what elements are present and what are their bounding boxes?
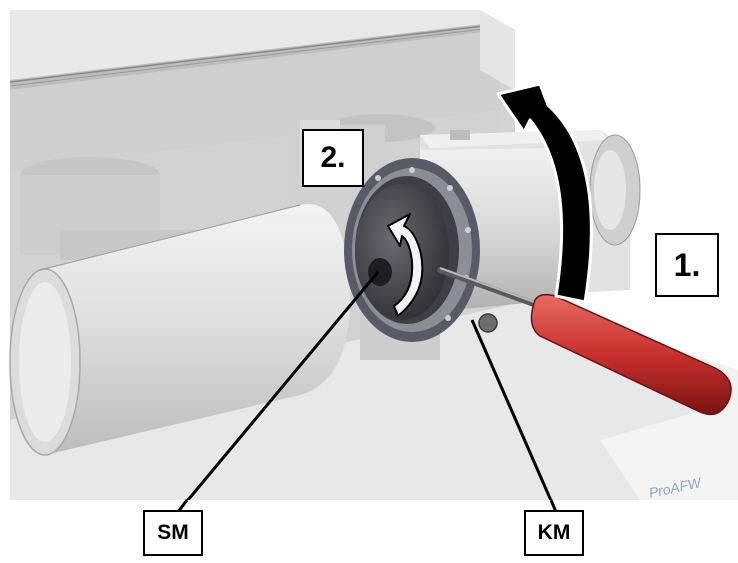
step-1-label: 1. <box>655 233 719 297</box>
sm-leader-line <box>176 271 380 513</box>
km-leader-line <box>470 319 558 513</box>
curved-arrow-clockwise-icon <box>496 82 593 304</box>
km-label: KM <box>524 510 584 556</box>
screwdriver <box>437 267 732 416</box>
sm-label: SM <box>143 510 203 556</box>
left-cylinder <box>9 204 351 456</box>
lower-margin <box>0 500 738 563</box>
curved-arrow-icon <box>387 213 424 317</box>
step-2-label: 2. <box>302 129 364 187</box>
